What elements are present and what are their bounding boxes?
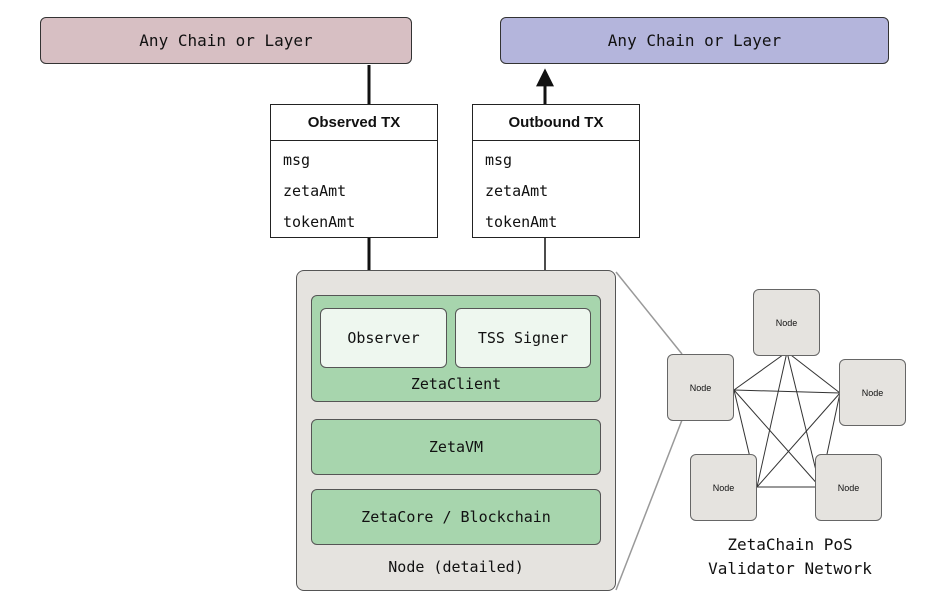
zetacore-label: ZetaCore / Blockchain: [361, 508, 551, 526]
observed-tx-fields: msg zetaAmt tokenAmt: [283, 145, 355, 238]
outbound-tx-box: Outbound TX msg zetaAmt tokenAmt: [472, 104, 640, 238]
observer-box: Observer: [320, 308, 447, 368]
network-node-left: Node: [667, 354, 734, 421]
network-caption-line2: Validator Network: [708, 559, 872, 578]
zoom-line-top: [615, 271, 683, 355]
observed-tx-field-zetaamt: zetaAmt: [283, 182, 347, 200]
network-node-right: Node: [839, 359, 906, 426]
network-node-top: Node: [753, 289, 820, 356]
outbound-tx-field-tokenamt: tokenAmt: [485, 213, 558, 231]
observed-tx-box: Observed TX msg zetaAmt tokenAmt: [270, 104, 438, 238]
zetavm-box: ZetaVM: [311, 419, 601, 475]
source-chain-box: Any Chain or Layer: [40, 17, 412, 64]
dest-chain-label: Any Chain or Layer: [607, 31, 782, 50]
node-detailed-label: Node (detailed): [388, 558, 524, 576]
network-node-label: Node: [712, 482, 735, 493]
observed-tx-field-tokenamt: tokenAmt: [283, 213, 356, 231]
network-node-bottom-left: Node: [690, 454, 757, 521]
network-node-bottom-right: Node: [815, 454, 882, 521]
network-node-label: Node: [689, 382, 712, 393]
source-chain-label: Any Chain or Layer: [139, 31, 313, 50]
network-node-label: Node: [775, 317, 798, 328]
outbound-tx-title: Outbound TX: [473, 105, 639, 141]
observed-tx-field-msg: msg: [283, 151, 311, 169]
zetaclient-label: ZetaClient: [410, 375, 502, 393]
dest-chain-box: Any Chain or Layer: [500, 17, 889, 64]
tss-signer-label: TSS Signer: [477, 329, 569, 347]
outbound-tx-fields: msg zetaAmt tokenAmt: [485, 145, 557, 238]
network-caption-line1: ZetaChain PoS: [727, 535, 853, 554]
network-node-label: Node: [837, 482, 860, 493]
tss-signer-box: TSS Signer: [455, 308, 591, 368]
zetacore-box: ZetaCore / Blockchain: [311, 489, 601, 545]
network-node-label: Node: [861, 387, 884, 398]
observer-label: Observer: [347, 329, 420, 347]
network-caption: ZetaChain PoS Validator Network: [660, 533, 920, 581]
outbound-tx-field-msg: msg: [485, 151, 513, 169]
outbound-tx-field-zetaamt: zetaAmt: [485, 182, 549, 200]
observed-tx-title: Observed TX: [271, 105, 437, 141]
zetavm-label: ZetaVM: [428, 438, 484, 456]
